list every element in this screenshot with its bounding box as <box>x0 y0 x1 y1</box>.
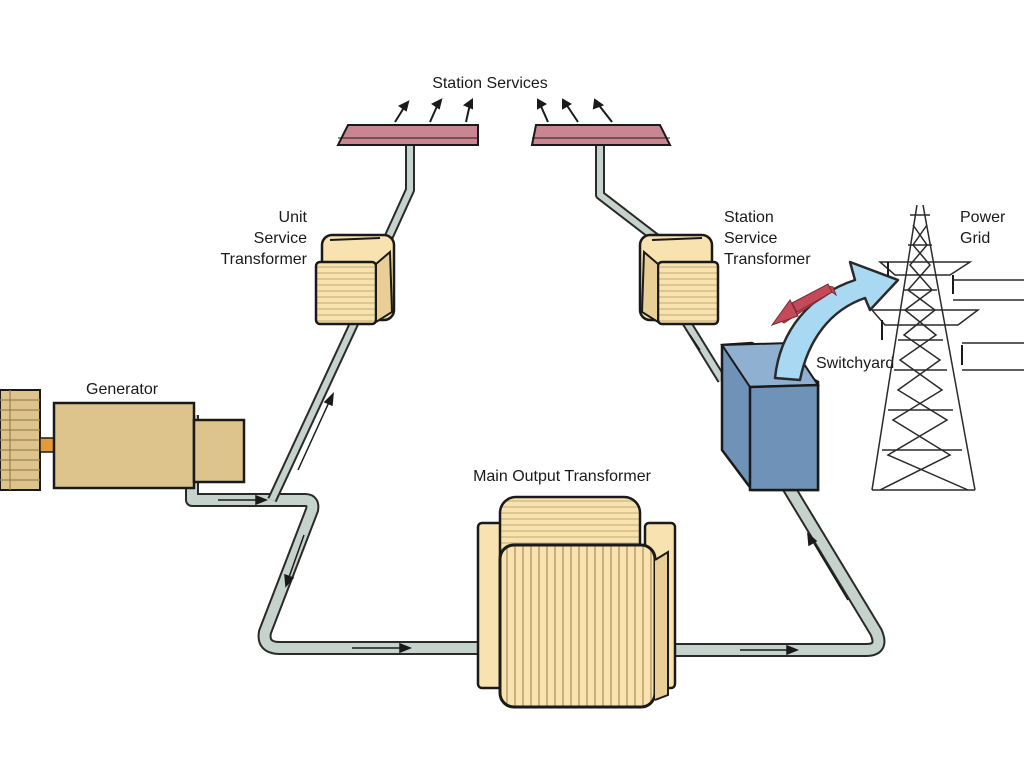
bidirectional-power-arrow-icon <box>770 260 900 382</box>
generator-icon <box>0 389 246 491</box>
main-output-transformer-icon <box>476 495 677 709</box>
unit-service-transformer-label-line1: Unit <box>279 209 308 226</box>
bus-output-arrows <box>394 98 473 123</box>
main-to-switchyard-conductor <box>675 466 886 657</box>
flow-arrow-icon <box>218 334 849 656</box>
unit-service-transformer-label-line3: Transformer <box>220 251 307 268</box>
transmission-tower-icon <box>870 204 1024 491</box>
unit-service-transformer-icon <box>314 233 396 326</box>
power-grid-label-line1: Power <box>960 209 1006 226</box>
station-service-transformer-label-line2: Service <box>724 230 777 247</box>
bus-bar-right <box>530 98 672 146</box>
station-service-transformer-label-line3: Transformer <box>724 251 811 268</box>
switchyard-label: Switchyard <box>816 355 894 372</box>
bus-bar-left <box>336 98 479 146</box>
diagram-labels: Station Services Unit Service Transforme… <box>86 75 1006 485</box>
power-grid-label-line2: Grid <box>960 230 990 247</box>
unit-service-transformer-label-line2: Service <box>254 230 307 247</box>
conductor-lines <box>185 143 886 657</box>
bus-output-arrows <box>537 98 613 123</box>
main-output-transformer-label: Main Output Transformer <box>473 468 652 485</box>
station-service-transformer-label-line1: Station <box>724 209 774 226</box>
station-service-transformer-icon <box>638 233 720 326</box>
generator-label: Generator <box>86 381 159 398</box>
station-services-label: Station Services <box>432 75 548 92</box>
